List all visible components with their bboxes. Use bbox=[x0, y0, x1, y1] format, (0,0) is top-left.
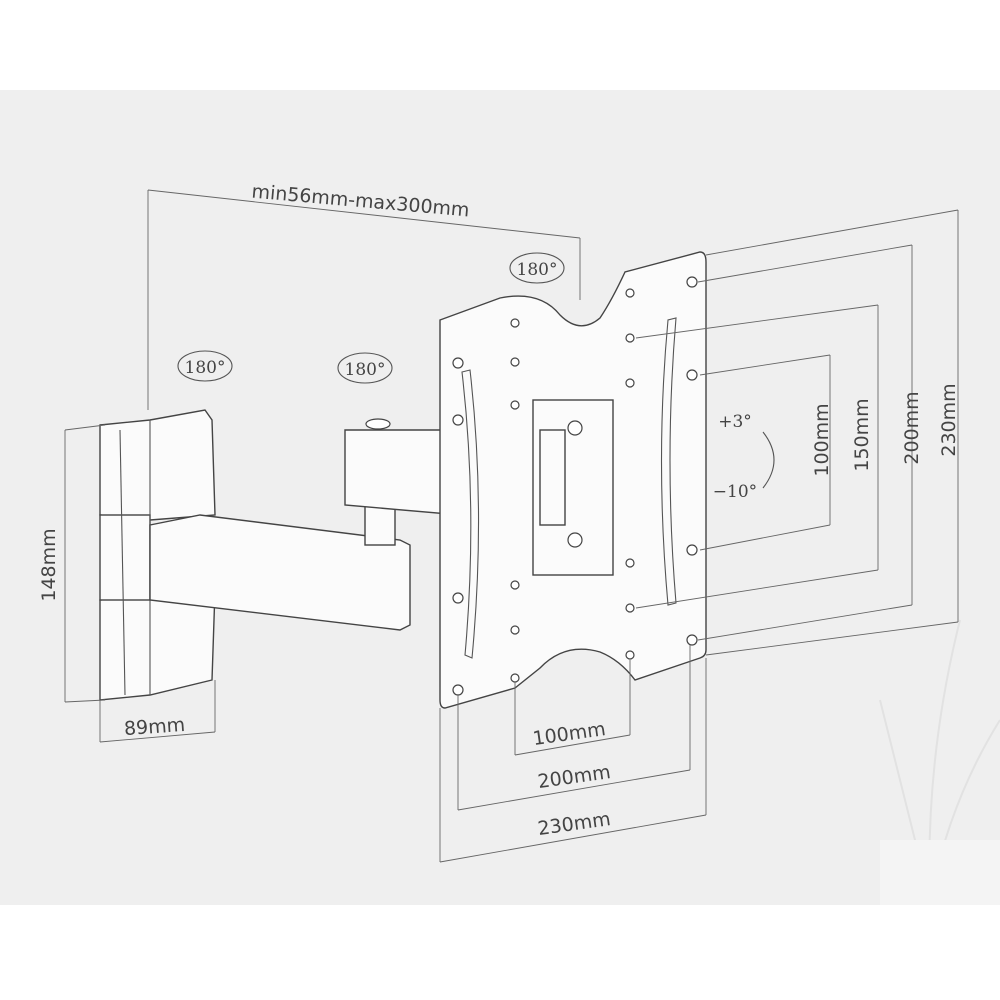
svg-text:180°: 180° bbox=[185, 358, 226, 378]
wall-plate bbox=[99, 409, 216, 701]
tilt-indicator: +3° −10° bbox=[713, 412, 775, 502]
rotation-badge-wall: 180° bbox=[177, 350, 233, 382]
plant-decoration bbox=[879, 619, 1000, 905]
svg-text:180°: 180° bbox=[345, 360, 386, 380]
svg-text:200mm: 200mm bbox=[901, 391, 923, 464]
svg-text:180°: 180° bbox=[517, 260, 558, 280]
svg-text:89mm: 89mm bbox=[123, 714, 186, 740]
svg-text:−10°: −10° bbox=[713, 482, 757, 502]
svg-text:230mm: 230mm bbox=[938, 383, 960, 456]
rotation-badge-plate: 180° bbox=[509, 252, 565, 284]
vertical-dimensions: 100mm 150mm 200mm 230mm bbox=[635, 209, 960, 656]
tilt-arrow-icon bbox=[762, 431, 775, 489]
svg-text:150mm: 150mm bbox=[851, 398, 873, 471]
swing-arm bbox=[149, 418, 461, 631]
svg-text:148mm: 148mm bbox=[38, 528, 60, 601]
svg-text:+3°: +3° bbox=[718, 412, 752, 432]
svg-text:100mm: 100mm bbox=[811, 403, 833, 476]
wall-plate-dimensions: 148mm 89mm bbox=[38, 424, 216, 743]
rotation-badge-arm: 180° bbox=[337, 352, 393, 384]
vesa-plate bbox=[439, 251, 707, 709]
mounting-holes bbox=[452, 276, 698, 696]
